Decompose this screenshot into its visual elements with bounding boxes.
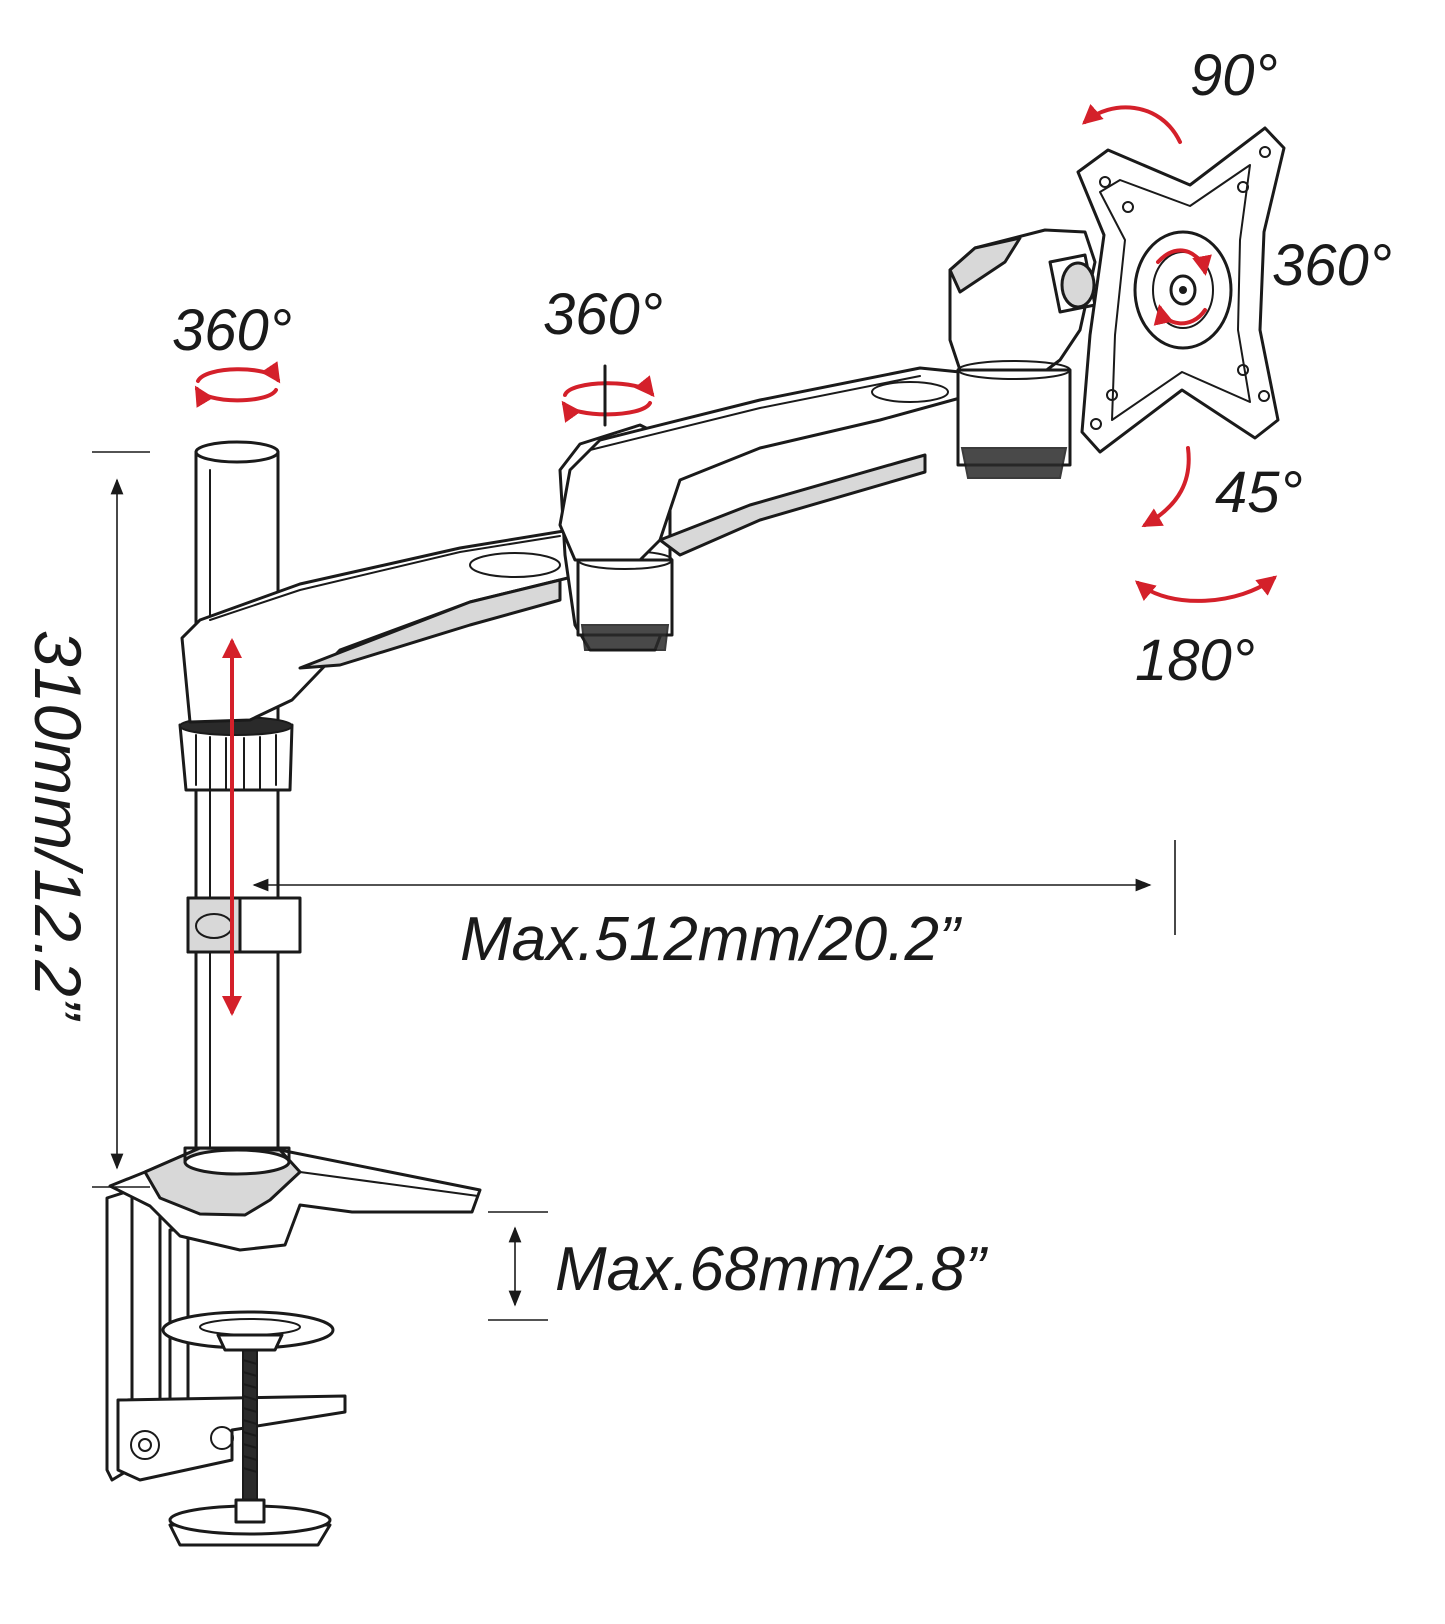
base-foot: [108, 1146, 482, 1252]
arm-rotation-label: 360°: [543, 282, 663, 347]
reach-dimension: [252, 840, 1176, 935]
tilt-head: [948, 228, 1097, 479]
plate-swivel-label: 180°: [1135, 628, 1255, 693]
cable-clip: [186, 896, 302, 954]
pole-height-dimension: [92, 451, 150, 1188]
first-arm: [180, 528, 582, 724]
desk-clamp: [105, 1188, 347, 1547]
desk-thickness-label: Max.68mm/2.8”: [555, 1235, 988, 1304]
pole: [194, 440, 280, 1162]
plate-tilt-down-label: 45°: [1215, 460, 1303, 525]
second-arm: [558, 366, 962, 562]
rotation-arrow-swivel: [1134, 575, 1278, 603]
rotation-arrow-plate-spin: [1153, 248, 1212, 326]
height-collar: [178, 716, 294, 792]
rotation-arrow-pole: [194, 361, 281, 408]
rotation-arrow-tilt-up: [1081, 103, 1182, 144]
pole-height-label: 310mm/12.2”: [21, 630, 95, 1022]
plate-spin-label: 360°: [1272, 233, 1392, 298]
rotation-arrow-arm: [561, 364, 655, 427]
desk-thickness-dimension: [488, 1211, 548, 1321]
plate-tilt-up-label: 90°: [1190, 43, 1278, 108]
reach-label: Max.512mm/20.2”: [460, 905, 962, 974]
rotation-arrow-tilt-down: [1141, 446, 1191, 527]
vesa-plate: [1076, 126, 1286, 454]
pole-rotation-label: 360°: [172, 298, 292, 363]
